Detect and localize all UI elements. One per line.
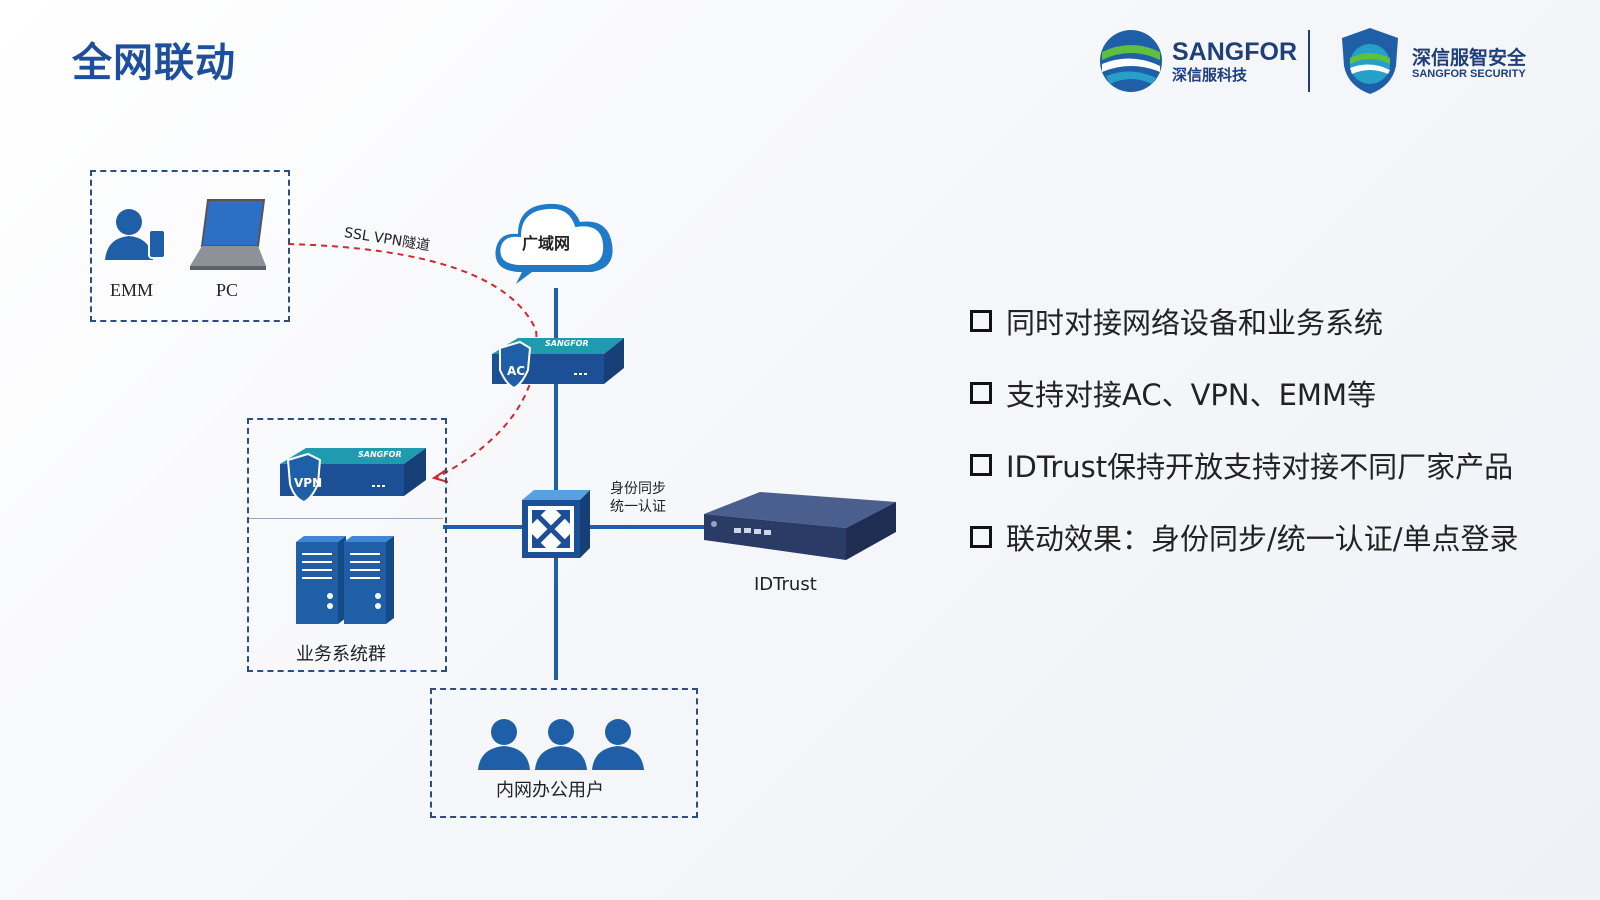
sangfor-logo-icon xyxy=(1100,30,1162,92)
idtrust-label: IDTrust xyxy=(754,574,817,595)
vpn-label: VPN xyxy=(294,476,323,490)
feature-item: 联动效果：身份同步/统一认证/单点登录 xyxy=(970,501,1519,573)
security-en: SANGFOR SECURITY xyxy=(1412,68,1526,80)
checkbox-square-icon xyxy=(970,526,992,548)
switch-note-line2: 统一认证 xyxy=(610,499,666,515)
sangfor-name: SANGFOR xyxy=(1172,38,1297,66)
vpn-device-brand: SANGFOR xyxy=(358,450,402,459)
feature-text: 联动效果：身份同步/统一认证/单点登录 xyxy=(1006,522,1519,556)
server-group-label: 业务系统群 xyxy=(296,644,386,665)
feature-text: 同时对接网络设备和业务系统 xyxy=(1006,306,1384,340)
idtrust-appliance-icon xyxy=(704,492,896,560)
feature-list: 同时对接网络设备和业务系统 支持对接AC、VPN、EMM等 IDTrust保持开… xyxy=(970,285,1519,573)
switch-note-line1: 身份同步 xyxy=(610,481,666,497)
vpn-device-icon xyxy=(280,448,426,504)
security-cn: 深信服智安全 xyxy=(1412,47,1527,69)
checkbox-square-icon xyxy=(970,454,992,476)
security-shield-logo-icon xyxy=(1342,28,1398,94)
vpn-server-group-box xyxy=(247,418,447,672)
server-cluster-icon xyxy=(296,536,394,624)
checkbox-square-icon xyxy=(970,382,992,404)
mobile-user-icon xyxy=(105,209,166,260)
emm-label: EMM xyxy=(110,280,154,300)
group-box-divider xyxy=(249,518,443,519)
feature-text: 支持对接AC、VPN、EMM等 xyxy=(1006,378,1376,412)
intranet-users-icon xyxy=(478,719,644,770)
wan-cloud-icon xyxy=(495,203,613,284)
intranet-users-box xyxy=(430,688,698,818)
checkbox-square-icon xyxy=(970,310,992,332)
intranet-users-label: 内网办公用户 xyxy=(496,780,604,801)
brand-divider xyxy=(1308,30,1310,92)
feature-item: IDTrust保持开放支持对接不同厂家产品 xyxy=(970,429,1519,501)
ac-device-brand: SANGFOR xyxy=(545,339,589,348)
feature-text: IDTrust保持开放支持对接不同厂家产品 xyxy=(1006,450,1514,484)
wan-label: 广域网 xyxy=(522,234,571,253)
page-title: 全网联动 xyxy=(72,40,236,86)
core-switch-icon xyxy=(522,490,590,558)
ac-device-icon xyxy=(492,338,624,390)
laptop-icon xyxy=(190,199,266,270)
feature-item: 同时对接网络设备和业务系统 xyxy=(970,285,1519,357)
tunnel-arrowhead xyxy=(431,469,449,483)
pc-label: PC xyxy=(216,280,239,300)
remote-users-box xyxy=(90,170,290,322)
feature-item: 支持对接AC、VPN、EMM等 xyxy=(970,357,1519,429)
sangfor-cn: 深信服科技 xyxy=(1172,66,1248,84)
ac-label: AC xyxy=(507,364,526,378)
